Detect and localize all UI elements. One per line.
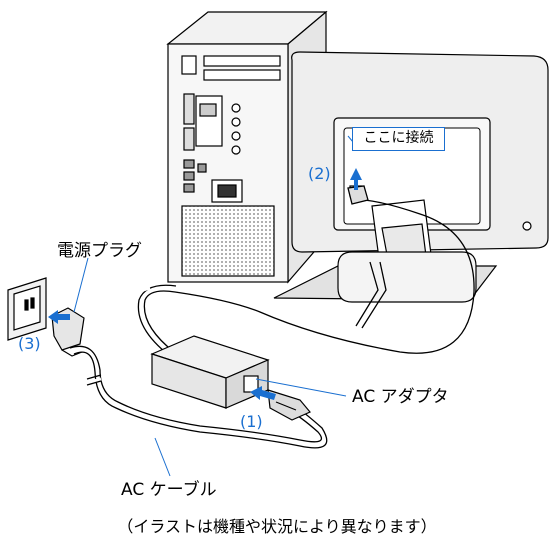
connect-here-callout: ここに接続	[352, 127, 445, 151]
ac-adapter-label: AC アダプタ	[352, 387, 449, 407]
caption-note: （イラストは機種や状況により異なります）	[117, 517, 437, 536]
leader-lines	[73, 135, 359, 477]
power-plug-label: 電源プラグ	[57, 241, 142, 261]
wall-outlet	[7, 277, 47, 341]
ac-cable-label: AC ケーブル	[121, 480, 217, 500]
step1-arrow	[250, 386, 276, 400]
step2-arrow	[350, 168, 362, 190]
step-1-number: (1)	[240, 412, 263, 431]
step-2-number: (2)	[308, 164, 331, 183]
step3-arrow	[48, 310, 70, 324]
cables	[69, 185, 475, 449]
arrows	[48, 168, 362, 400]
connect-here-text: ここに接続	[363, 130, 434, 146]
step-3-number: (3)	[18, 334, 41, 353]
ac-adapter	[150, 335, 311, 421]
